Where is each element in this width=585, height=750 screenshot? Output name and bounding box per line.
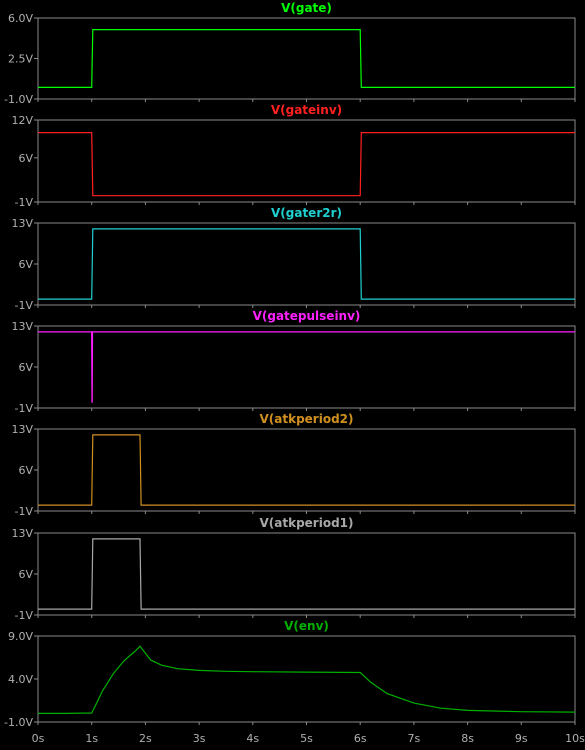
panel-0: V(gate) 6.0V 2.5V -1.0V [4,1,576,106]
y-tick-label: -1V [15,609,34,622]
panel-title: V(gatepulseinv) [253,309,361,323]
panel-title: V(gate) [281,1,332,15]
y-tick-label: 6V [18,568,33,581]
series-line [38,228,575,300]
y-tick-label: 13V [11,217,33,230]
y-tick-label: 13V [11,320,33,333]
plot-frame [37,635,576,723]
y-tick-label: 6V [18,361,33,374]
panel-title: V(atkperiod2) [259,412,353,426]
x-tick-label: 7s [408,732,421,745]
series-line [38,29,575,88]
y-tick-label: 6V [18,152,33,165]
panel-title: V(atkperiod1) [259,516,353,530]
y-tick-label: -1V [15,505,34,518]
y-tick-label: 6V [18,258,33,271]
y-tick-label: -1.0V [4,716,33,729]
y-tick-label: 13V [11,423,33,436]
panel-2: V(gater2r) 13V 6V -1V [11,206,576,312]
series-line [38,434,575,506]
y-tick-label: 9.0V [8,630,33,643]
y-tick-label: 2.5V [8,53,33,66]
series-line [38,132,575,197]
panel-title: V(gateinv) [271,103,342,117]
series-line [38,538,575,610]
x-tick-label: 2s [139,732,152,745]
x-tick-label: 9s [515,732,528,745]
y-tick-label: 12V [11,114,33,127]
y-tick-label: 6V [18,464,33,477]
panel-title: V(gater2r) [271,206,342,220]
x-tick-label: 1s [85,732,98,745]
y-tick-label: -1V [15,299,34,312]
x-tick-label: 3s [193,732,206,745]
panel-1: V(gateinv) 12V 6V -1V [11,103,576,209]
y-tick-label: 4.0V [8,673,33,686]
y-tick-label: 13V [11,527,33,540]
x-tick-label: 6s [354,732,367,745]
x-tick-label: 10s [565,732,585,745]
y-tick-label: 6.0V [8,12,33,25]
plot-frame [37,325,576,409]
series-line [38,645,576,714]
plot-frame [37,222,576,306]
x-tick-label: 4s [246,732,259,745]
plot-frame [37,428,576,512]
series-line [38,331,575,403]
y-tick-label: -1V [15,196,34,209]
panel-title: V(env) [284,619,329,633]
y-tick-label: -1.0V [4,93,33,106]
panel-5: V(atkperiod1) 13V 6V -1V [11,516,576,622]
x-tick-label: 0s [32,732,45,745]
panel-4: V(atkperiod2) 13V 6V -1V [11,412,576,518]
y-tick-label: -1V [15,402,34,415]
plot-frame [37,532,576,616]
x-tick-label: 5s [300,732,313,745]
panel-3: V(gatepulseinv) 13V 6V -1V [11,309,576,415]
x-tick-label: 8s [461,732,474,745]
panel-6: V(env) 9.0V 4.0V -1.0V [4,619,576,729]
